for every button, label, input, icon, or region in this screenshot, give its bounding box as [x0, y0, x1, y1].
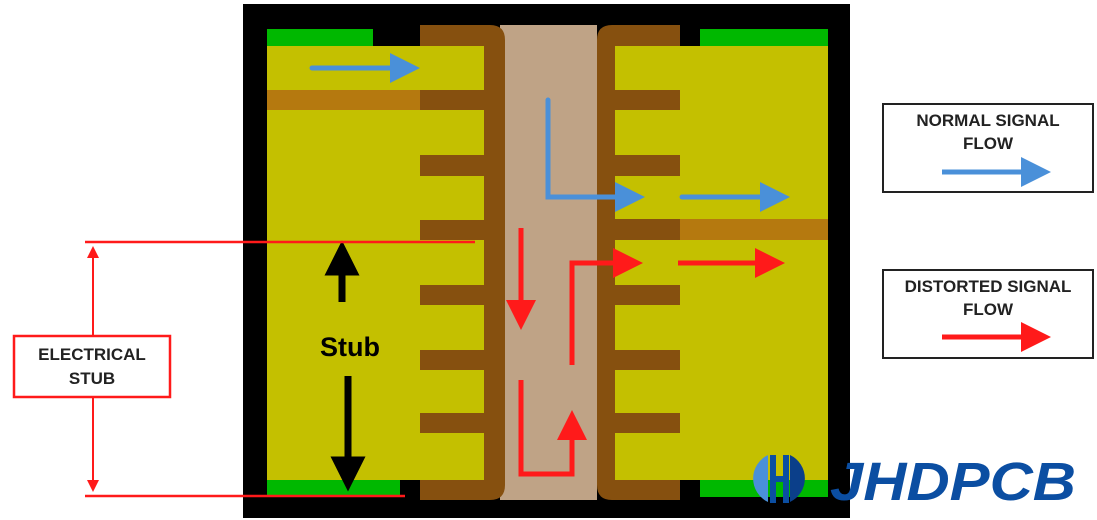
stub-label: Stub [320, 332, 380, 362]
electrical-stub-line1: ELECTRICAL [38, 345, 146, 364]
bottom-pad-left [267, 480, 400, 497]
top-pad-left [267, 29, 373, 47]
top-pad-right [700, 29, 828, 47]
inner-trace-right [680, 219, 828, 240]
plating-left [420, 25, 505, 500]
normal-signal-arrows [309, 53, 790, 212]
legend-normal-line2: FLOW [963, 134, 1014, 153]
jhdpcb-logo: JHDPCB [753, 452, 1076, 512]
inner-trace-top-left [267, 90, 422, 110]
distorted-signal-arrows [506, 228, 785, 477]
legend-normal-line1: NORMAL SIGNAL [916, 111, 1059, 130]
legend-distorted-line1: DISTORTED SIGNAL [905, 277, 1072, 296]
legend-distorted-line2: FLOW [963, 300, 1014, 319]
legend-distorted: DISTORTED SIGNAL FLOW [882, 269, 1094, 359]
dielectric-left [267, 46, 484, 480]
electrical-stub-line2: STUB [69, 369, 115, 388]
legend-normal: NORMAL SIGNAL FLOW [882, 103, 1094, 193]
logo-text: JHDPCB [830, 452, 1076, 512]
electrical-stub-box [12, 334, 172, 399]
